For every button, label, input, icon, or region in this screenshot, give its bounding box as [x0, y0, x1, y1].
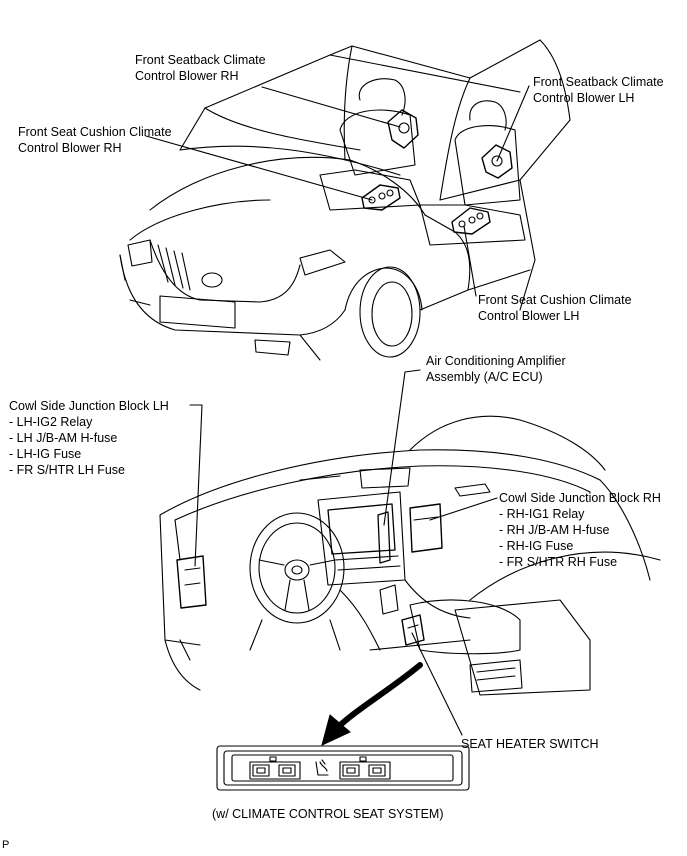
label-line: - LH-IG Fuse [9, 447, 82, 461]
label-line: Control Blower RH [135, 69, 239, 83]
label-line: - RH J/B-AM H-fuse [499, 523, 610, 537]
label-line: Assembly (A/C ECU) [426, 370, 543, 384]
label-seatback-lh: Front Seatback Climate Control Blower LH [533, 74, 664, 106]
label-line: Control Blower LH [478, 309, 580, 323]
cushion-blower-rh [361, 184, 401, 211]
label-line: Cowl Side Junction Block RH [499, 491, 661, 505]
label-line: - LH J/B-AM H-fuse [9, 431, 118, 445]
car-illustration [119, 39, 571, 361]
label-line: Cowl Side Junction Block LH [9, 399, 169, 413]
label-line: Front Seatback Climate [135, 53, 266, 67]
label-line: - RH-IG1 Relay [499, 507, 585, 521]
label-line: - RH-IG Fuse [499, 539, 574, 553]
cushion-blower-lh [451, 207, 491, 235]
label-line: Air Conditioning Amplifier [426, 354, 566, 368]
figure-code: P [2, 837, 9, 853]
seatback-blower-rh [387, 109, 419, 149]
label-cowl-junction-rh: Cowl Side Junction Block RH - RH-IG1 Rel… [499, 490, 661, 570]
label-line: Front Seatback Climate [533, 75, 664, 89]
seatback-blower-lh [481, 144, 513, 179]
label-ac-amplifier: Air Conditioning Amplifier Assembly (A/C… [426, 353, 566, 385]
label-cushion-lh: Front Seat Cushion Climate Control Blowe… [478, 292, 632, 324]
label-line: Control Blower LH [533, 91, 635, 105]
label-cowl-junction-lh: Cowl Side Junction Block LH - LH-IG2 Rel… [9, 398, 169, 478]
dashboard-illustration [159, 369, 661, 736]
label-seatback-rh: Front Seatback Climate Control Blower RH [135, 52, 266, 84]
label-cushion-rh: Front Seat Cushion Climate Control Blowe… [18, 124, 172, 156]
seat-heater-switch-panel [216, 745, 470, 791]
label-line: Front Seat Cushion Climate [18, 125, 172, 139]
zoom-arrow [321, 662, 423, 746]
caption: (w/ CLIMATE CONTROL SEAT SYSTEM) [212, 806, 444, 822]
label-line: Control Blower RH [18, 141, 122, 155]
code-line: P [2, 839, 10, 851]
label-line: - LH-IG2 Relay [9, 415, 93, 429]
label-seat-heater-switch: SEAT HEATER SWITCH [461, 736, 599, 752]
label-line: Front Seat Cushion Climate [478, 293, 632, 307]
caption-line: (w/ CLIMATE CONTROL SEAT SYSTEM) [212, 807, 444, 821]
label-line: SEAT HEATER SWITCH [461, 737, 599, 751]
label-line: - FR S/HTR LH Fuse [9, 463, 125, 477]
label-line: - FR S/HTR RH Fuse [499, 555, 618, 569]
